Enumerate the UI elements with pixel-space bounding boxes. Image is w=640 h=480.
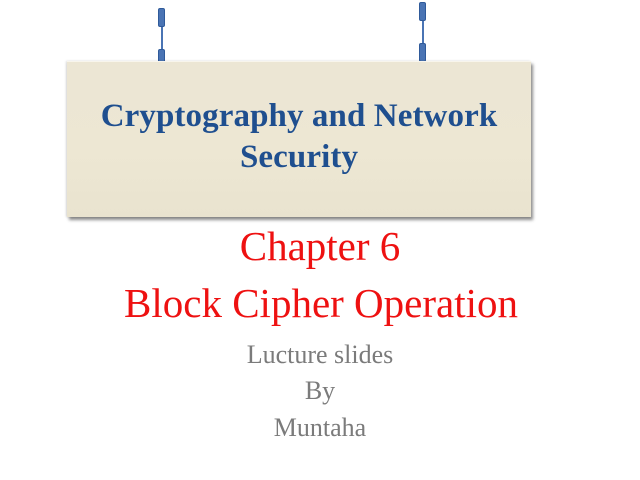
byline-author: Muntaha	[273, 413, 367, 442]
chapter-number: Chapter 6	[239, 223, 401, 269]
hanger-link-top	[419, 2, 426, 21]
hanger-link-bottom	[419, 43, 426, 62]
hanger-link-top	[158, 8, 165, 27]
course-title: Cryptography and Network Security	[101, 96, 498, 178]
hanger-wire	[422, 21, 424, 43]
course-title-line1: Cryptography and Network	[100, 97, 498, 134]
chain-hanger-left-icon	[158, 8, 165, 68]
chapter-title: Block Cipher Operation	[124, 280, 518, 326]
hanger-wire	[161, 27, 163, 49]
course-title-line2: Security	[239, 138, 359, 175]
chain-hanger-right-icon	[419, 2, 426, 62]
byline-subtitle: Lucture slides	[246, 340, 394, 369]
byline-by: By	[304, 376, 336, 405]
title-sign: Cryptography and Network Security	[67, 61, 531, 217]
